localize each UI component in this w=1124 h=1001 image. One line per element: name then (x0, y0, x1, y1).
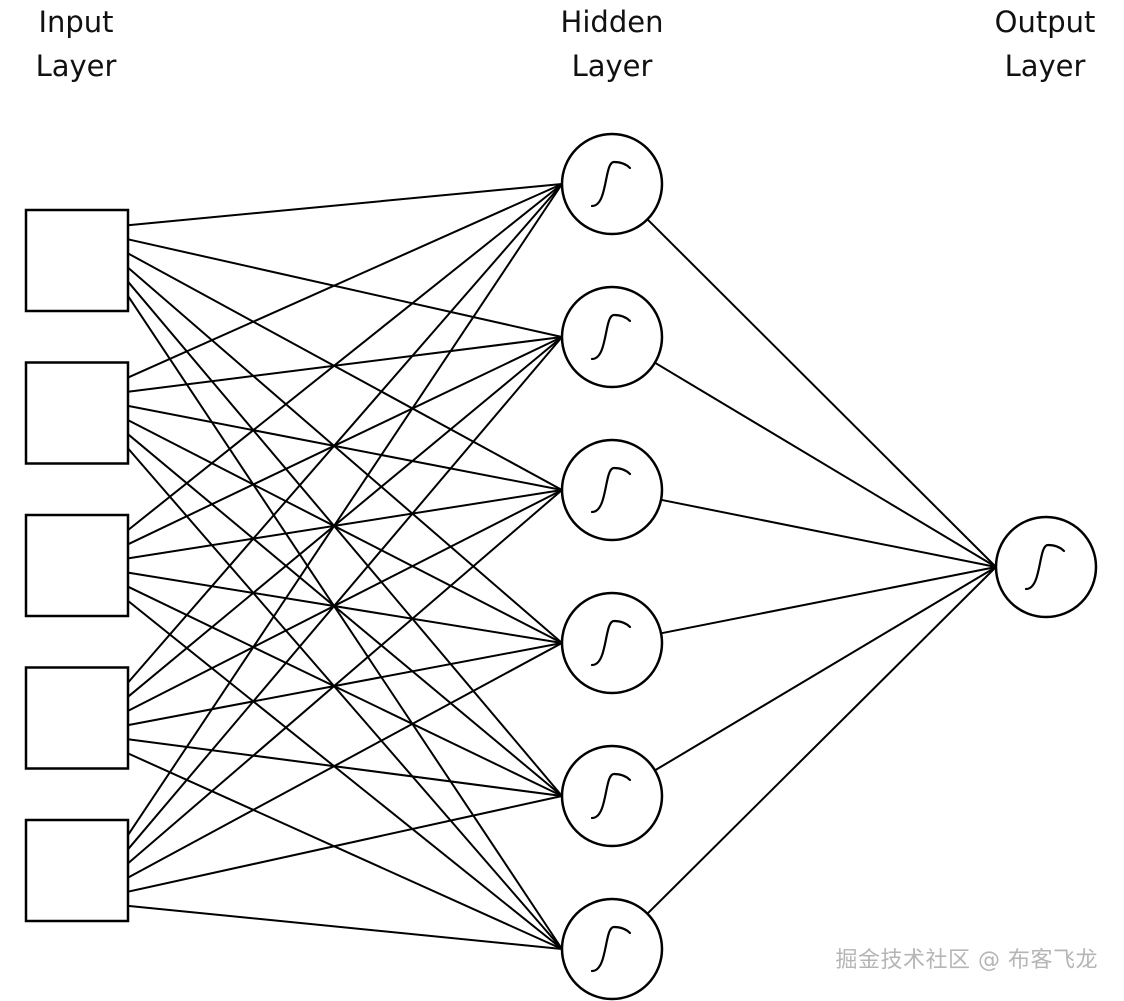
output-layer-nodes (994, 515, 1098, 619)
hidden-node-4 (560, 591, 664, 695)
hidden-output-connections (646, 218, 997, 915)
sigmoid-icon (590, 466, 632, 514)
connection-input-1-hidden-6 (127, 295, 563, 950)
connection-input-1-hidden-4 (127, 266, 563, 644)
connection-input-4-hidden-1 (127, 183, 563, 684)
hidden-node-3 (560, 438, 664, 542)
hidden-node-5 (560, 744, 664, 848)
output-layer-label-line-1: Output (994, 5, 1096, 39)
input-node-5 (24, 818, 130, 923)
input-layer-label-line-2: Layer (35, 49, 117, 83)
connection-input-5-hidden-2 (127, 336, 563, 850)
input-node-4 (24, 666, 130, 770)
connection-input-2-hidden-2 (127, 336, 563, 393)
input-layer-nodes (24, 208, 130, 923)
input-hidden-connections (127, 183, 563, 950)
connection-input-5-hidden-4 (127, 642, 563, 879)
connection-input-4-hidden-5 (127, 738, 563, 797)
connection-input-3-hidden-4 (127, 571, 563, 644)
hidden-layer-label-line-1: Hidden (560, 5, 664, 39)
connection-input-3-hidden-2 (127, 336, 563, 546)
input-layer-label-line-1: Input (38, 5, 114, 39)
connection-input-2-hidden-3 (127, 404, 563, 491)
sigmoid-icon (590, 925, 632, 973)
connection-input-2-hidden-6 (127, 447, 563, 950)
connection-input-4-hidden-2 (127, 336, 563, 698)
connection-input-1-hidden-3 (127, 252, 563, 491)
hidden-layer-nodes (560, 132, 664, 1001)
connection-input-4-hidden-6 (127, 752, 563, 950)
input-node-2 (24, 361, 130, 465)
output-layer-label: Output Layer (945, 0, 1124, 88)
connection-input-5-hidden-6 (127, 904, 563, 950)
connection-hidden-4-output (660, 566, 997, 635)
connection-input-5-hidden-5 (127, 795, 563, 893)
sigmoid-icon (590, 313, 632, 361)
input-node-3 (24, 513, 130, 618)
connection-input-3-hidden-6 (127, 600, 563, 950)
input-node-1 (24, 208, 130, 313)
sigmoid-icon (590, 619, 632, 667)
hidden-node-1 (560, 132, 664, 236)
connection-hidden-2-output (654, 361, 997, 568)
connection-hidden-1-output (646, 218, 997, 568)
hidden-layer-label-line-2: Layer (571, 49, 653, 83)
connection-input-1-hidden-2 (127, 238, 563, 338)
connection-input-4-hidden-4 (127, 642, 563, 727)
connection-input-4-hidden-3 (127, 489, 563, 712)
output-layer-label-line-2: Layer (1004, 49, 1086, 83)
sigmoid-icon (1024, 543, 1066, 591)
input-layer-label: Input Layer (0, 0, 176, 88)
sigmoid-icon (590, 772, 632, 820)
connection-input-1-hidden-1 (127, 183, 563, 227)
watermark-text: 掘金技术社区 @ 布客飞龙 (835, 948, 1098, 973)
connection-hidden-3-output (660, 498, 997, 568)
connection-input-3-hidden-5 (127, 585, 563, 797)
hidden-node-2 (560, 285, 664, 389)
hidden-layer-label: Hidden Layer (512, 0, 712, 88)
connection-input-2-hidden-5 (127, 433, 563, 797)
connection-hidden-6-output (646, 566, 997, 915)
connection-input-2-hidden-4 (127, 419, 563, 644)
connection-input-2-hidden-1 (127, 183, 563, 379)
output-node-1 (994, 515, 1098, 619)
connection-input-3-hidden-3 (127, 489, 563, 560)
sigmoid-icon (590, 160, 632, 208)
connection-input-1-hidden-5 (127, 281, 563, 797)
connection-input-3-hidden-1 (127, 183, 563, 531)
hidden-node-6 (560, 897, 664, 1001)
connection-input-5-hidden-3 (127, 489, 563, 865)
connection-input-5-hidden-1 (127, 183, 563, 836)
connection-hidden-5-output (654, 566, 997, 772)
